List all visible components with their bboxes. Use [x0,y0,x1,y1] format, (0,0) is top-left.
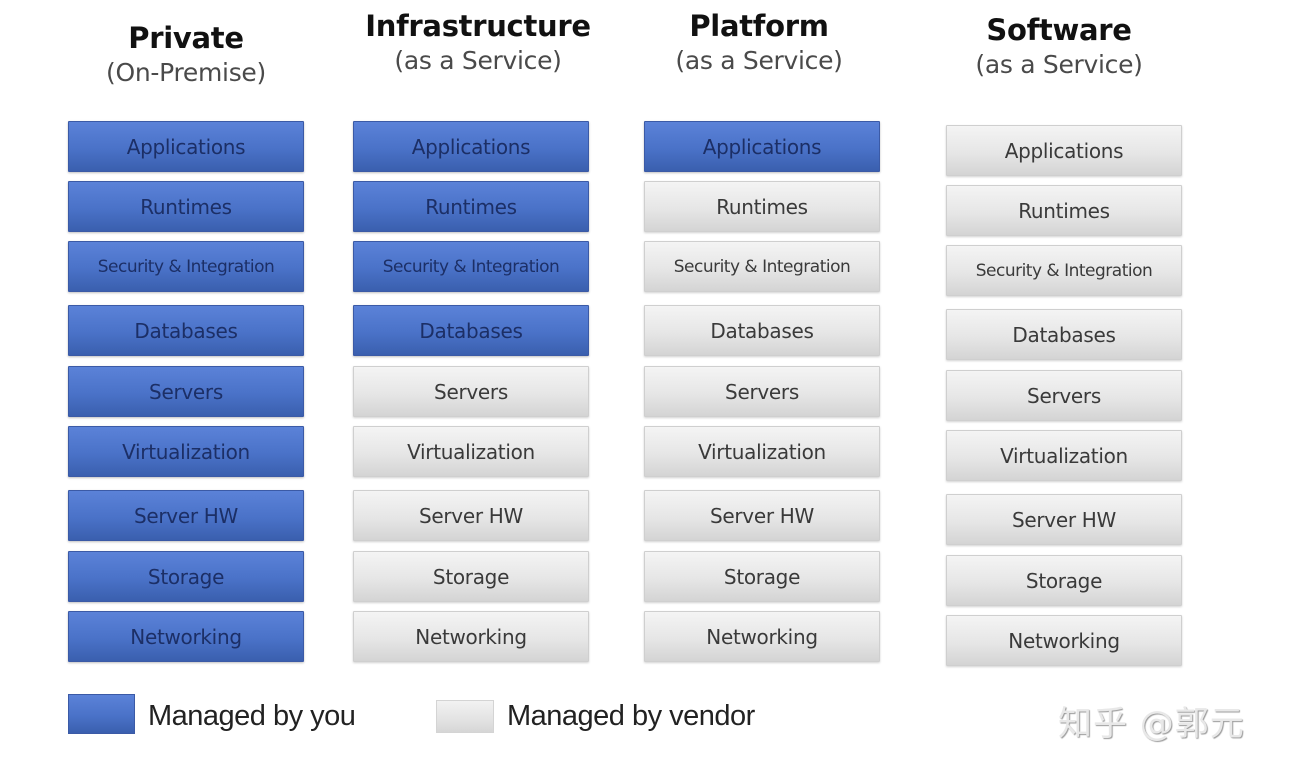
layer-networking: Networking [946,615,1182,666]
layer-label: Storage [1025,568,1103,593]
layer-databases: Databases [946,309,1182,360]
layer-databases: Databases [68,305,304,356]
layer-label: Virtualization [1000,443,1128,468]
layer-servers: Servers [946,370,1182,421]
column-header-iaas: Infrastructure (as a Service) [328,8,628,78]
layer-label: Runtimes [425,194,517,219]
layer-label: Databases [134,318,238,343]
layer-server-hw: Server HW [68,490,304,541]
layer-label: Servers [434,379,508,404]
layer-label: Runtimes [140,194,232,219]
layer-storage: Storage [68,551,304,602]
layer-label: Server HW [709,503,815,528]
column-title: Infrastructure [365,9,591,43]
layer-label: Databases [419,318,523,343]
layer-label: Security & Integration [382,256,560,277]
column-subtitle: (as a Service) [394,46,562,75]
layer-server-hw: Server HW [644,490,880,541]
layer-applications: Applications [353,121,589,172]
layer-runtimes: Runtimes [644,181,880,232]
layer-label: Applications [1004,138,1124,163]
layer-label: Servers [1027,383,1101,408]
column-header-private: Private (On-Premise) [36,20,336,90]
layer-server-hw: Server HW [946,494,1182,545]
legend-swatch-managed-by-you [68,694,135,734]
layer-label: Networking [130,624,242,649]
layer-label: Networking [1008,628,1120,653]
column-title: Platform [689,9,829,43]
layer-label: Networking [706,624,818,649]
layer-servers: Servers [68,366,304,417]
layer-label: Networking [415,624,527,649]
layer-virtualization: Virtualization [353,426,589,477]
layer-label: Databases [1012,322,1116,347]
layer-label: Runtimes [716,194,808,219]
layer-label: Storage [432,564,510,589]
layer-label: Storage [147,564,225,589]
layer-applications: Applications [68,121,304,172]
layer-label: Storage [723,564,801,589]
layer-label: Server HW [418,503,524,528]
layer-storage: Storage [353,551,589,602]
layer-label: Applications [411,134,531,159]
layer-label: Servers [725,379,799,404]
layer-servers: Servers [644,366,880,417]
layer-runtimes: Runtimes [68,181,304,232]
layer-servers: Servers [353,366,589,417]
layer-security-integration: Security & Integration [946,245,1182,296]
layer-label: Security & Integration [97,256,275,277]
layer-databases: Databases [644,305,880,356]
layer-security-integration: Security & Integration [68,241,304,292]
layer-label: Security & Integration [673,256,851,277]
legend-label-managed-by-you: Managed by you [148,700,356,732]
layer-server-hw: Server HW [353,490,589,541]
watermark-text: 知乎 @郭元 [1058,704,1245,744]
layer-runtimes: Runtimes [353,181,589,232]
column-header-paas: Platform (as a Service) [609,8,909,78]
layer-storage: Storage [946,555,1182,606]
layer-label: Applications [126,134,246,159]
layer-applications: Applications [644,121,880,172]
layer-storage: Storage [644,551,880,602]
layer-label: Applications [702,134,822,159]
layer-label: Security & Integration [975,260,1153,281]
column-title: Software [986,13,1132,47]
layer-networking: Networking [644,611,880,662]
legend-swatch-managed-by-vendor [436,700,494,733]
layer-runtimes: Runtimes [946,185,1182,236]
layer-label: Server HW [133,503,239,528]
layer-label: Runtimes [1018,198,1110,223]
layer-label: Virtualization [122,439,250,464]
layer-virtualization: Virtualization [946,430,1182,481]
layer-label: Databases [710,318,814,343]
column-header-saas: Software (as a Service) [909,12,1209,82]
column-subtitle: (On-Premise) [106,58,266,87]
layer-label: Virtualization [698,439,826,464]
layer-security-integration: Security & Integration [644,241,880,292]
layer-networking: Networking [353,611,589,662]
layer-label: Servers [149,379,223,404]
layer-databases: Databases [353,305,589,356]
layer-label: Server HW [1011,507,1117,532]
legend-label-managed-by-vendor: Managed by vendor [507,700,755,732]
column-title: Private [128,21,244,55]
layer-label: Virtualization [407,439,535,464]
column-subtitle: (as a Service) [675,46,843,75]
layer-security-integration: Security & Integration [353,241,589,292]
column-subtitle: (as a Service) [975,50,1143,79]
layer-networking: Networking [68,611,304,662]
layer-virtualization: Virtualization [68,426,304,477]
layer-virtualization: Virtualization [644,426,880,477]
layer-applications: Applications [946,125,1182,176]
